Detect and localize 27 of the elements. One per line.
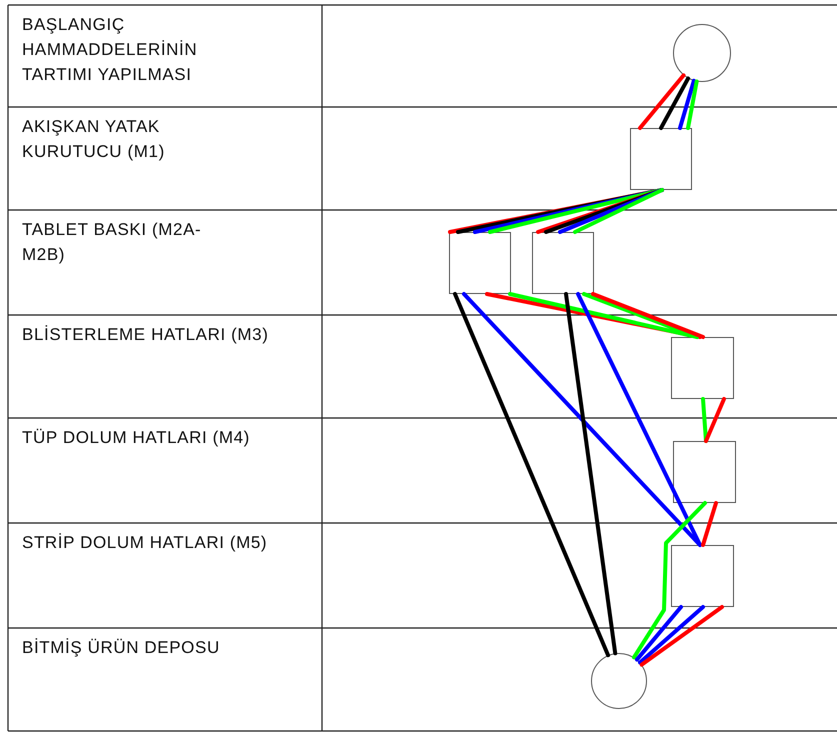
process-box <box>532 232 594 294</box>
connector-line <box>701 501 718 547</box>
process-box <box>671 545 734 607</box>
row-label: TABLET BASKI (M2A-M2B) <box>22 219 202 266</box>
process-box <box>671 337 734 399</box>
row-label: BİTMİŞ ÜRÜN DEPOSU <box>22 637 220 659</box>
connector-line <box>704 397 726 443</box>
process-box <box>630 128 692 190</box>
connector-line <box>634 605 683 662</box>
row-label: BLİSTERLEME HATLARI (M3) <box>22 324 268 346</box>
connector-line <box>701 397 708 443</box>
connector-line <box>659 76 690 130</box>
row-label: STRİP DOLUM HATLARI (M5) <box>22 532 268 554</box>
connector-line <box>564 292 618 656</box>
connector-line <box>678 78 696 130</box>
process-box <box>449 232 511 294</box>
connector-line <box>638 73 686 130</box>
process-box <box>673 441 736 503</box>
connector-line <box>686 80 699 130</box>
connector-line <box>632 501 707 660</box>
connector-line <box>638 605 705 664</box>
row-label: AKIŞKAN YATAK KURUTUCU (M1) <box>22 116 166 163</box>
row-label: BAŞLANGIÇ HAMMADDELERİNİN TARTIMI YAPILMASI <box>22 14 198 86</box>
row-label: TÜP DOLUM HATLARI (M4) <box>22 427 250 449</box>
connector-line <box>640 605 724 667</box>
connector-line <box>453 292 610 658</box>
connector-line <box>576 292 702 547</box>
